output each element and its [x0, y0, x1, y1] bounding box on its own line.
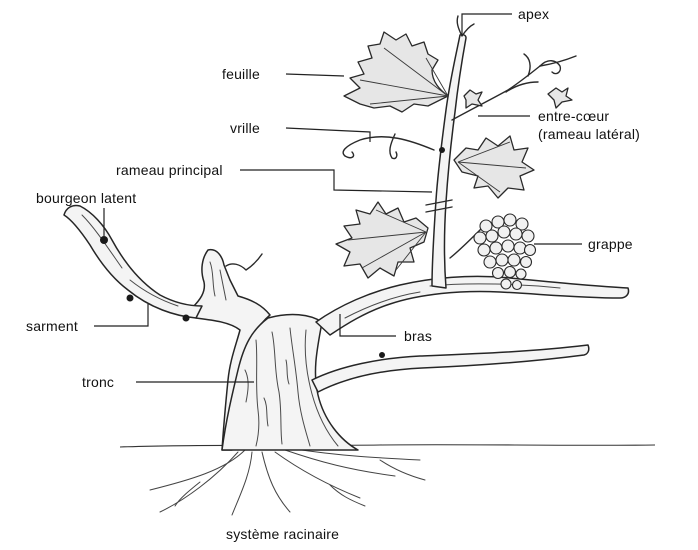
leader-sarment — [94, 304, 148, 326]
sarment-cane — [64, 205, 202, 318]
sarment-bud-1 — [127, 295, 134, 302]
label-bourgeon-latent: bourgeon latent — [36, 190, 136, 206]
latent-bud — [100, 236, 108, 244]
label-feuille: feuille — [222, 66, 260, 82]
lower-cane — [312, 345, 589, 392]
tendril — [343, 137, 434, 156]
leader-apex — [462, 14, 512, 36]
middle-right-leaf — [454, 136, 534, 198]
label-vrille: vrille — [230, 120, 260, 136]
label-tronc: tronc — [82, 374, 114, 390]
label-sarment: sarment — [26, 318, 78, 334]
lateral-top — [524, 54, 530, 76]
shoot-bud — [439, 147, 445, 153]
leader-feuille — [286, 74, 344, 76]
main-arm — [316, 276, 629, 335]
leader-vrille — [286, 128, 370, 142]
root-system — [150, 449, 425, 515]
small-leaf-1 — [548, 88, 572, 108]
lateral-shoot — [452, 66, 540, 120]
label-apex: apex — [518, 6, 549, 22]
label-entre-coeur: entre-cœur — [538, 108, 609, 124]
spur — [226, 254, 262, 270]
small-leaf-2 — [464, 90, 482, 108]
leader-rameau-principal — [240, 170, 432, 192]
ground-line — [120, 445, 655, 447]
lower-cane-bud — [379, 352, 385, 358]
tendril-end — [345, 152, 354, 158]
label-systeme-racinaire: système racinaire — [226, 526, 339, 542]
label-bras: bras — [404, 328, 432, 344]
upper-leaf — [344, 32, 448, 112]
label-rameau-principal: rameau principal — [116, 162, 223, 178]
apex-tip — [457, 16, 474, 36]
lateral-shoot-branch-1 — [506, 82, 538, 92]
label-entre-coeur-sub: (rameau latéral) — [538, 126, 640, 142]
label-grappe: grappe — [588, 236, 633, 252]
sarment-bud-2 — [183, 315, 190, 322]
